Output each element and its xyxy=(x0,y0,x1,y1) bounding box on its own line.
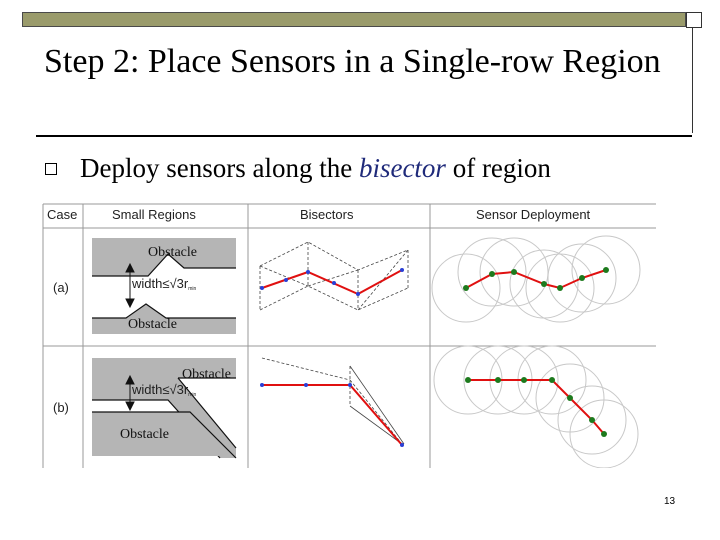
header-case: Case xyxy=(47,207,77,222)
bisector-b-nodes xyxy=(260,383,404,447)
width-arrow-a xyxy=(125,262,135,309)
title-underline xyxy=(36,135,692,137)
bullet-text: Deploy sensors along the bisector of reg… xyxy=(80,150,551,186)
header-bisectors: Bisectors xyxy=(300,207,354,222)
sensor-nodes-a xyxy=(463,267,609,291)
bullet-text-emphasis: bisector xyxy=(358,153,446,183)
title-bar-decoration xyxy=(22,12,686,27)
obstacle-label-a-bottom: Obstacle xyxy=(128,317,177,332)
width-label-b-text: width≤√3r xyxy=(131,382,189,397)
slide-title: Step 2: Place Sensors in a Single-row Re… xyxy=(44,43,661,80)
page-number: 13 xyxy=(664,496,676,507)
region-a-obstacles xyxy=(92,238,236,334)
bisector-a-guides xyxy=(259,241,409,311)
case-label-a: (a) xyxy=(53,280,69,295)
sensor-nodes-b xyxy=(465,377,607,437)
bisector-a-nodes xyxy=(260,268,404,296)
bisector-a-line xyxy=(261,269,403,296)
sensor-coverage-circles-b xyxy=(433,345,639,468)
width-label-b: width≤√3rmin xyxy=(131,382,196,398)
width-label-a-sub: min xyxy=(188,286,196,292)
side-line-decoration xyxy=(692,28,693,133)
width-label-a-text: width≤√3r xyxy=(131,276,189,291)
sensor-path-a xyxy=(465,269,607,290)
obstacle-label-b-bottom: Obstacle xyxy=(120,427,169,442)
bullet-text-before: Deploy sensors along the xyxy=(80,153,359,183)
width-label-b-sub: min xyxy=(188,392,196,398)
bullet-text-after: of region xyxy=(445,153,551,183)
header-sensor-deployment: Sensor Deployment xyxy=(476,207,591,222)
bisector-b-line xyxy=(262,384,403,446)
bisector-deployment-figure: Case Small Regions Bisectors Sensor Depl… xyxy=(42,203,656,468)
width-arrow-b xyxy=(125,374,135,412)
figure-table-grid xyxy=(42,203,656,468)
sensor-coverage-circles-a xyxy=(431,235,641,323)
header-small-regions: Small Regions xyxy=(112,207,196,222)
bisector-b-guides xyxy=(261,357,405,445)
bullet-square-icon xyxy=(45,163,57,175)
corner-square-decoration xyxy=(686,12,702,28)
obstacle-label-b-top: Obstacle xyxy=(182,367,231,382)
case-label-b: (b) xyxy=(53,400,69,415)
obstacle-label-a-top: Obstacle xyxy=(148,245,197,260)
width-label-a: width≤√3rmin xyxy=(131,276,196,292)
